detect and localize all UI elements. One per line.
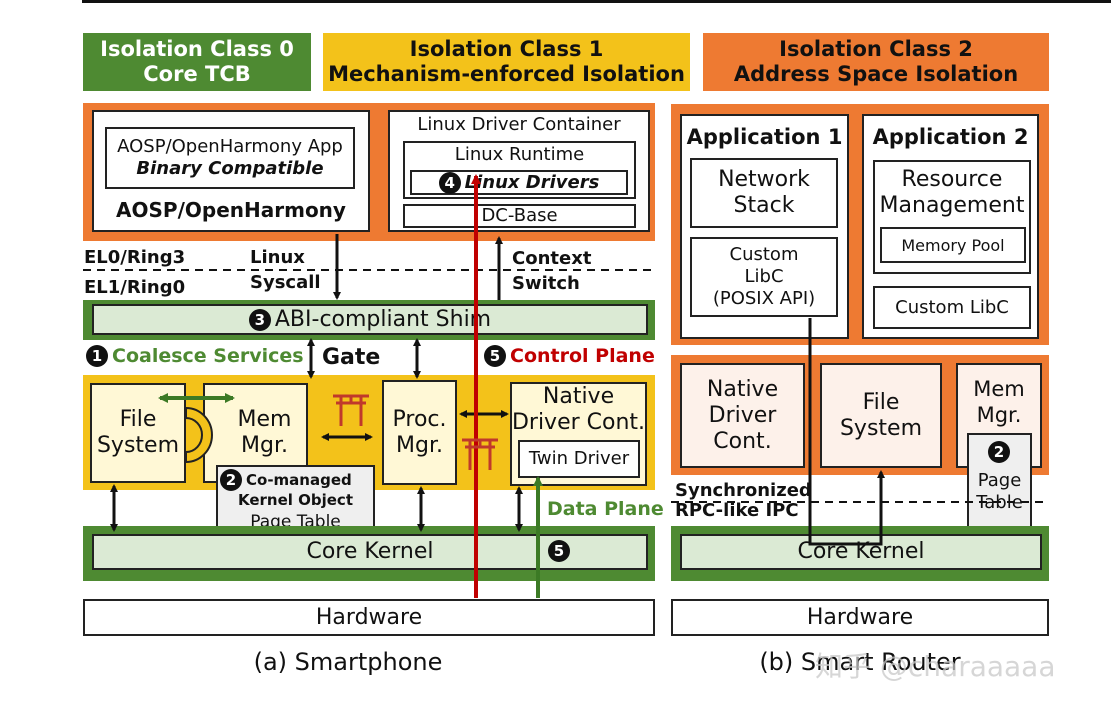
data-plane-label: Data Plane	[547, 498, 664, 520]
hardware-box: Hardware	[83, 599, 655, 636]
custom-libc-box: Custom LibC	[873, 286, 1031, 329]
kernel-object-label: Kernel Object	[237, 491, 353, 509]
linux-drivers-box: 4 Linux Drivers	[410, 170, 628, 195]
abi-shim-label: ABI-compliant Shim	[274, 306, 492, 332]
dc-base-box: DC-Base	[403, 204, 636, 228]
torii-gate-icon-2	[462, 438, 498, 470]
watermark: 知乎 @charaaaaa	[815, 650, 1056, 683]
linux-driver-container-title: Linux Driver Container	[417, 114, 621, 135]
proc-mgr-box: Proc.Mgr.	[382, 380, 457, 485]
el0-label: EL0/Ring3	[84, 247, 186, 268]
aosp-app-box: AOSP/OpenHarmony App Binary Compatible	[105, 127, 355, 189]
number-4-badge: 4	[438, 171, 461, 194]
coalesce-services: 1 Coalesce Services	[86, 345, 304, 367]
control-plane: 5 Control Plane	[484, 345, 655, 367]
application-1-label: Application 1	[686, 125, 843, 149]
smartphone-caption: (a) Smartphone	[253, 648, 443, 676]
number-1-badge: 1	[86, 345, 108, 367]
core-kernel-box: Core Kernel	[92, 534, 648, 570]
coalesce-connector	[185, 406, 213, 464]
comanaged-box	[216, 465, 375, 538]
memory-pool-box: Memory Pool	[880, 227, 1026, 263]
twin-driver-box: Twin Driver	[518, 440, 640, 478]
top-rule	[82, 0, 1111, 3]
abi-shim-box: 3 ABI-compliant Shim	[92, 304, 648, 335]
linux-drivers-label: Linux Drivers	[464, 171, 600, 193]
comanaged-title: 2 Co-managed	[220, 469, 352, 491]
linux-runtime-label: Linux Runtime	[454, 144, 585, 165]
number-3-badge: 3	[248, 308, 271, 331]
number-5-data-badge: 5	[548, 540, 570, 562]
application-2-label: Application 2	[872, 125, 1029, 149]
ipc-path	[808, 318, 885, 546]
aosp-label: AOSP/OpenHarmony	[116, 198, 346, 222]
gate-label: Gate	[322, 345, 381, 370]
number-5-badge: 5	[484, 345, 506, 367]
router-hardware-box: Hardware	[671, 599, 1049, 636]
router-number-2-badge: 2	[988, 441, 1010, 463]
router-caption: (b) Smart Router	[759, 648, 961, 676]
torii-gate-icon	[333, 394, 369, 426]
el1-label: EL1/Ring0	[84, 277, 186, 298]
number-2-badge: 2	[220, 469, 242, 491]
